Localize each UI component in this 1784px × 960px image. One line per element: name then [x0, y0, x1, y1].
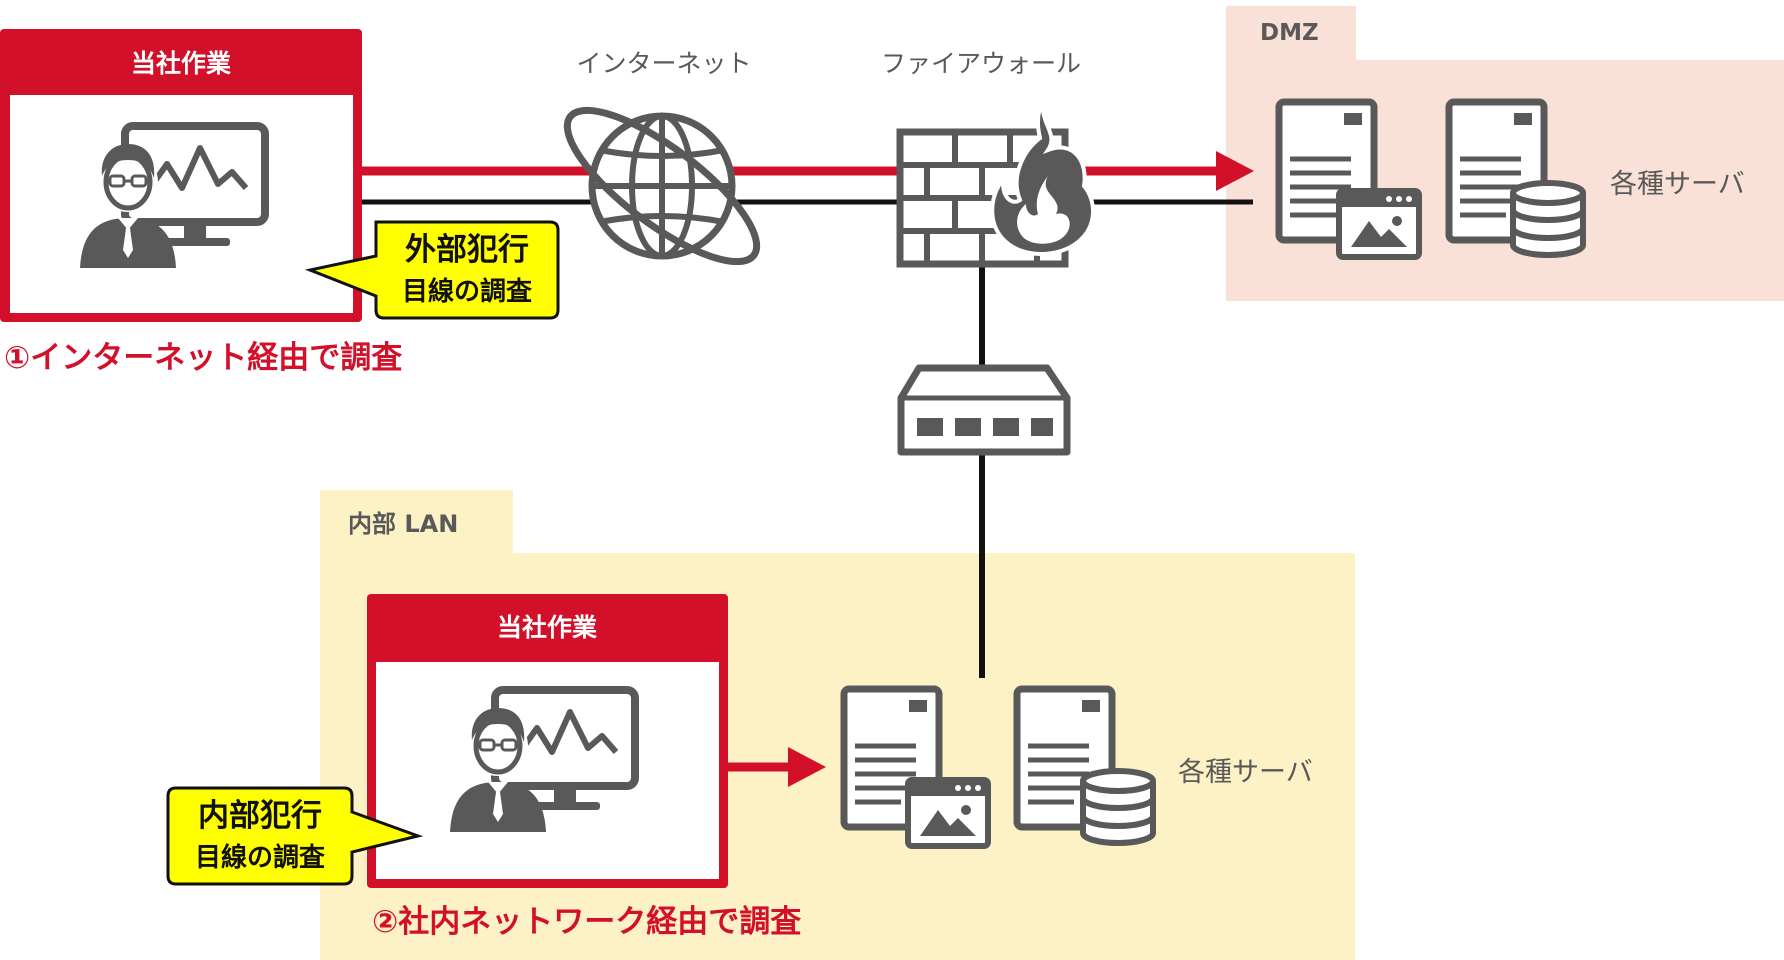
internal-callout-line1: 内部犯行 — [198, 798, 322, 834]
external-callout-line2: 目線の調査 — [402, 276, 532, 307]
internal-callout: 内部犯行 目線の調査 — [166, 786, 424, 886]
route1-arrowhead — [1216, 151, 1254, 191]
lan-servers-label: 各種サーバ — [1178, 757, 1313, 788]
route2-arrowhead — [788, 747, 826, 787]
dmz-servers-label: 各種サーバ — [1610, 169, 1745, 200]
dmz-label: DMZ — [1260, 20, 1319, 46]
firewall-label: ファイアウォール — [881, 49, 1081, 78]
route2-caption: ②社内ネットワーク経由で調査 — [372, 904, 801, 940]
internal-panel-header: 当社作業 — [497, 613, 597, 642]
external-callout-line1: 外部犯行 — [405, 232, 529, 268]
lan-label: 内部 LAN — [348, 510, 458, 538]
internet-label: インターネット — [576, 49, 751, 78]
globe-icon — [563, 106, 761, 266]
internal-work-panel: 当社作業 — [367, 594, 728, 888]
firewall-node: ファイアウォール — [881, 49, 1096, 268]
flame-icon — [990, 94, 1096, 256]
route1-caption: ①インターネット経由で調査 — [4, 340, 402, 376]
external-panel-header: 当社作業 — [131, 49, 231, 78]
network-switch-icon — [897, 364, 1071, 456]
internet-node: インターネット — [563, 49, 761, 266]
external-callout: 外部犯行 目線の調査 — [304, 220, 560, 320]
internal-callout-line2: 目線の調査 — [195, 842, 325, 873]
external-work-panel: 当社作業 — [0, 29, 362, 322]
